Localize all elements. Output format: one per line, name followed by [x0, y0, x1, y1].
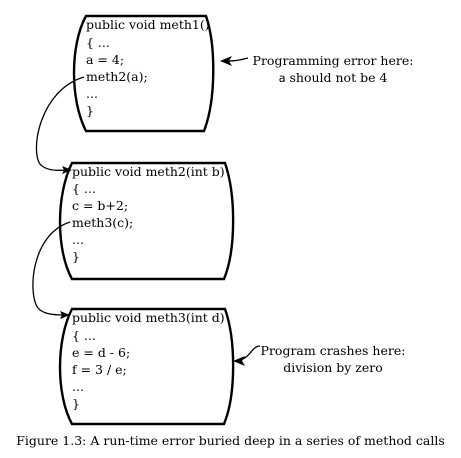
- error-note-code: a: [279, 71, 286, 85]
- call-arrow-meth2-to-meth3: [32, 221, 71, 316]
- meth1-line: meth2(a);: [86, 69, 148, 84]
- arrowhead-icon: [233, 356, 245, 366]
- meth3-box: [58, 307, 235, 426]
- meth2-line: meth3(c);: [72, 215, 133, 230]
- arrowhead-icon: [60, 311, 70, 319]
- meth2-line: }: [72, 249, 80, 264]
- meth3-line: public void meth3(int d): [72, 310, 225, 325]
- meth1-line: ...: [86, 86, 98, 101]
- error-pointer: [227, 57, 249, 62]
- meth3-line: { ...: [72, 328, 96, 343]
- meth1-line: public void meth1(): [86, 17, 210, 32]
- meth1-code: public void meth1() { ... a = 4; meth2(a…: [86, 17, 210, 118]
- meth2-line: public void meth2(int b): [72, 164, 225, 179]
- meth1-line: { ...: [86, 35, 110, 50]
- crash-note: Program crashes here: division by zero: [261, 343, 406, 375]
- meth2-line: c = b+2;: [72, 198, 128, 213]
- meth2-code: public void meth2(int b) { ... c = b+2; …: [72, 164, 225, 264]
- figure-caption: Figure 1.3: A run-time error buried deep…: [16, 433, 445, 448]
- meth2-line: ...: [72, 232, 84, 247]
- call-chain-diagram: public void meth1() { ... a = 4; meth2(a…: [32, 14, 414, 426]
- meth3-line: f = 3 / e;: [72, 362, 127, 377]
- error-note-line1: Programming error here:: [253, 53, 414, 68]
- call-arrow-meth1-to-meth2: [35, 76, 85, 171]
- arrowhead-icon: [220, 56, 232, 66]
- meth3-code: public void meth3(int d) { ... e = d - 6…: [72, 310, 225, 411]
- meth3-line: e = d - 6;: [72, 345, 130, 360]
- arrowhead-icon: [62, 166, 72, 174]
- error-note-line2: a should not be 4: [279, 70, 388, 85]
- meth2-box: [58, 161, 235, 281]
- meth3-line: }: [72, 396, 80, 411]
- meth3-line: ...: [72, 379, 84, 394]
- programming-error-note: Programming error here: a should not be …: [253, 53, 414, 85]
- meth1-line: }: [86, 103, 94, 118]
- crash-note-line2: division by zero: [283, 360, 383, 375]
- meth1-line: a = 4;: [86, 52, 124, 67]
- error-note-rest: should not be 4: [286, 70, 388, 85]
- meth2-line: { ...: [72, 181, 96, 196]
- meth1-box: [72, 14, 215, 133]
- crash-note-line1: Program crashes here:: [261, 343, 406, 358]
